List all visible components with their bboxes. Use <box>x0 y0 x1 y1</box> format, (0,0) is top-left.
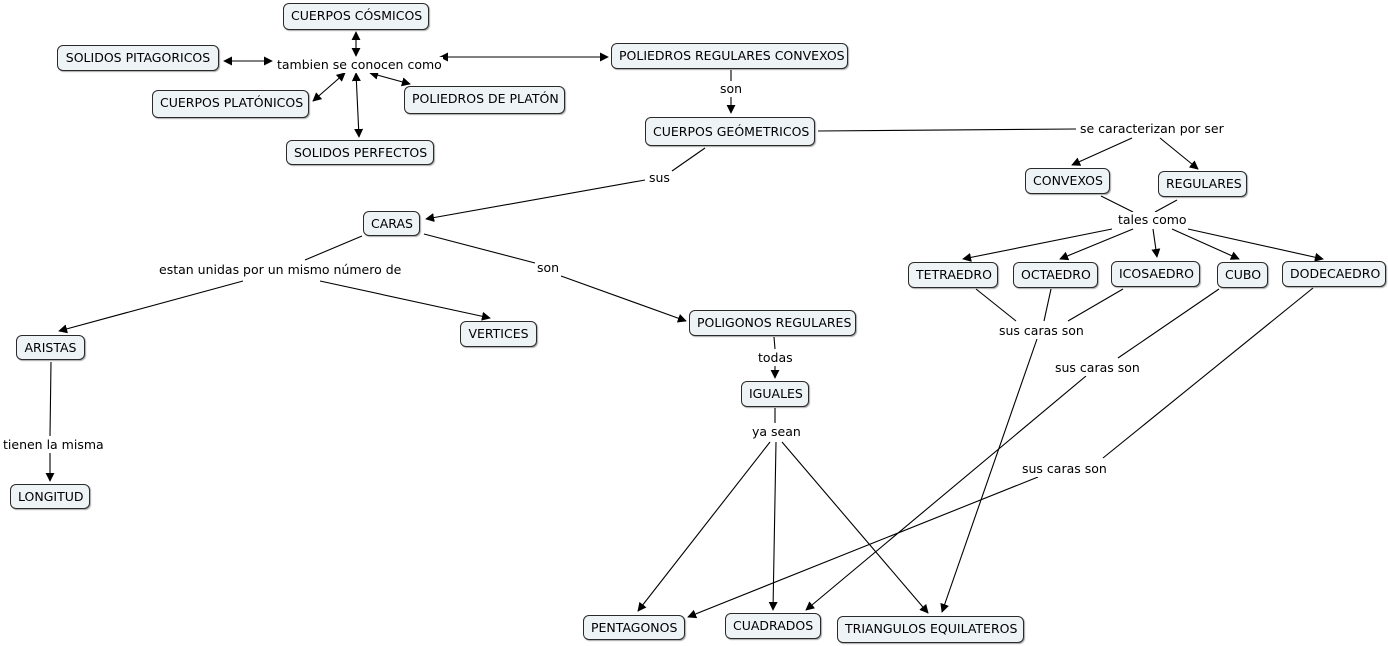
link-se-caracterizan-por-ser: se caracterizan por ser <box>1079 121 1225 137</box>
connector <box>58 280 244 334</box>
link-estan-unidas: estan unidas por un mismo número de <box>158 262 403 278</box>
concept-triangulos-equilateros[interactable]: TRIANGULOS EQUILATEROS <box>837 616 1024 643</box>
connector <box>425 179 646 223</box>
link-son: son <box>536 260 561 276</box>
concept-icosaedro[interactable]: ICOSAEDRO <box>1111 261 1200 287</box>
connector <box>560 275 687 323</box>
connector <box>312 72 346 102</box>
connector <box>1159 137 1199 170</box>
connector <box>671 147 706 172</box>
connector <box>304 235 363 261</box>
concept-dodecaedro[interactable]: DODECAEDRO <box>1282 261 1386 287</box>
concept-cuerpos-cosmicos[interactable]: CUERPOS CÓSMICOS <box>283 3 429 30</box>
connector <box>1171 228 1240 260</box>
connector <box>975 288 1017 322</box>
concept-regulares[interactable]: REGULARES <box>1158 171 1247 197</box>
connector <box>637 441 771 612</box>
connector <box>319 280 491 321</box>
concept-solidos-pitagoricos[interactable]: SOLIDOS PITAGORICOS <box>57 45 219 71</box>
concept-caras[interactable]: CARAS <box>363 211 420 236</box>
concept-aristas[interactable]: ARISTAS <box>16 335 85 360</box>
connector <box>962 228 1113 262</box>
link-sus-caras-son: sus caras son <box>1021 461 1108 477</box>
connector <box>773 336 776 350</box>
link-ya-sean: ya sean <box>751 424 802 440</box>
concept-octaedro[interactable]: OCTAEDRO <box>1013 262 1098 288</box>
concept-pentagonos[interactable]: PENTAGONOS <box>583 615 685 640</box>
connector <box>1102 287 1314 459</box>
connector <box>1071 137 1133 166</box>
concept-tetraedro[interactable]: TETRAEDRO <box>908 262 998 288</box>
concept-cuerpos-geometricos[interactable]: CUERPOS GEÓMETRICOS <box>645 117 815 146</box>
link-tienen-la-misma: tienen la misma <box>2 437 105 453</box>
link-todas: todas <box>757 350 794 366</box>
link-tambien-se-conocen-como: tambien se conocen como <box>276 57 443 73</box>
connector <box>1043 288 1052 322</box>
link-sus: sus <box>648 170 671 186</box>
concept-cuerpos-platonicos[interactable]: CUERPOS PLATÓNICOS <box>152 90 309 118</box>
connector <box>1100 195 1134 213</box>
connector <box>768 441 778 611</box>
connector <box>940 338 1038 613</box>
connector <box>369 70 411 87</box>
connector <box>1151 228 1161 258</box>
connector <box>817 128 1077 132</box>
concept-solidos-perfectos[interactable]: SOLIDOS PERFECTOS <box>286 140 434 165</box>
connector <box>1067 288 1124 322</box>
connector <box>1059 228 1134 261</box>
concept-poliedros-de-platon[interactable]: POLIEDROS DE PLATÓN <box>404 86 565 114</box>
concept-poligonos-regulares[interactable]: POLIGONOS REGULARES <box>689 310 856 336</box>
connector <box>805 375 1087 611</box>
concept-iguales[interactable]: IGUALES <box>741 381 809 407</box>
concept-poliedros-regulares-convexos[interactable]: POLIEDROS REGULARES CONVEXOS <box>611 43 848 69</box>
connector <box>1187 228 1324 262</box>
connector <box>687 476 1039 619</box>
concept-convexos[interactable]: CONVEXOS <box>1025 168 1110 194</box>
connector <box>1154 199 1178 213</box>
link-tales-como: tales como <box>1117 212 1188 228</box>
link-son: son <box>719 81 744 97</box>
concept-longitud[interactable]: LONGITUD <box>10 484 90 509</box>
concept-vertices[interactable]: VERTICES <box>460 321 537 347</box>
concept-cuadrados[interactable]: CUADRADOS <box>725 613 821 639</box>
connector <box>351 72 364 138</box>
connector <box>1117 288 1220 359</box>
link-sus-caras-son: sus caras son <box>998 323 1085 339</box>
link-sus-caras-son: sus caras son <box>1054 360 1141 376</box>
connector <box>49 361 52 437</box>
concept-cubo[interactable]: CUBO <box>1217 262 1268 288</box>
connector <box>781 441 929 614</box>
connector <box>423 233 536 264</box>
